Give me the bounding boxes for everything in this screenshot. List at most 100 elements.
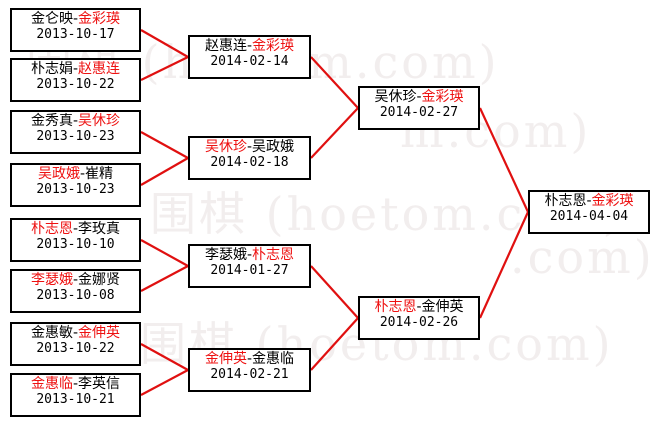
match-players: 吴休珍-金彩瑛 — [360, 90, 478, 105]
match-players: 朴志恩-李玫真 — [12, 222, 139, 237]
match-date: 2014-02-26 — [379, 314, 459, 330]
player-left: 李瑟娥 — [204, 247, 247, 263]
player-right: 金彩瑛 — [78, 11, 121, 27]
match-box[interactable]: 金秀真-吴休珍 2013-10-23 — [10, 110, 141, 154]
match-players: 朴志恩-金彩瑛 — [530, 194, 648, 209]
match-box[interactable]: 李瑟娥-朴志恩 2014-01-27 — [188, 244, 311, 288]
player-left: 李瑟娥 — [30, 272, 73, 288]
player-right: 金彩瑛 — [591, 193, 634, 209]
connector — [310, 317, 359, 371]
player-right: 李英信 — [78, 376, 121, 392]
player-left: 朴志恩 — [544, 193, 587, 209]
player-left: 金惠临 — [30, 376, 73, 392]
player-right: 吴政娥 — [252, 139, 295, 155]
match-box[interactable]: 吴政娥-崔精 2013-10-23 — [10, 163, 141, 207]
match-date: 2013-10-23 — [36, 181, 115, 197]
connector — [140, 343, 189, 371]
separator: - — [72, 376, 79, 392]
connector — [140, 131, 189, 159]
player-right: 金娜贤 — [78, 272, 121, 288]
match-players: 金秀真-吴休珍 — [12, 114, 139, 129]
connector — [310, 107, 359, 159]
separator: - — [416, 299, 422, 315]
match-date: 2013-10-17 — [36, 26, 115, 42]
match-box[interactable]: 朴志恩-李玫真 2013-10-10 — [10, 218, 141, 262]
player-left: 吴休珍 — [204, 139, 247, 155]
separator: - — [72, 113, 79, 129]
match-date: 2013-10-08 — [36, 287, 115, 303]
separator: - — [416, 89, 422, 105]
match-players: 李瑟娥-金娜贤 — [12, 273, 139, 288]
separator: - — [246, 139, 253, 155]
match-box[interactable]: 金惠临-李英信 2013-10-21 — [10, 373, 141, 417]
connector — [140, 369, 189, 396]
match-date: 2014-02-21 — [210, 366, 289, 382]
player-right: 金惠临 — [252, 351, 295, 367]
match-box[interactable]: 金伸英-金惠临 2014-02-21 — [188, 348, 311, 392]
separator: - — [72, 11, 79, 27]
separator: - — [72, 61, 79, 77]
match-date: 2014-02-18 — [210, 154, 289, 170]
connector — [140, 239, 189, 267]
match-box-final[interactable]: 朴志恩-金彩瑛 2014-04-04 — [528, 190, 650, 234]
match-date: 2013-10-21 — [36, 391, 115, 407]
player-left: 金伸英 — [204, 351, 247, 367]
player-left: 吴政娥 — [37, 166, 80, 182]
match-players: 朴志娟-赵惠连 — [12, 62, 139, 77]
connector — [310, 56, 359, 109]
match-players: 朴志恩-金伸英 — [360, 300, 478, 315]
match-players: 吴政娥-崔精 — [12, 167, 139, 182]
separator: - — [72, 325, 79, 341]
player-left: 吴休珍 — [374, 89, 417, 105]
player-right: 金彩瑛 — [421, 89, 464, 105]
match-date: 2014-02-27 — [379, 104, 459, 120]
separator: - — [246, 38, 253, 54]
connector — [140, 29, 189, 58]
player-left: 朴志娟 — [30, 61, 73, 77]
match-box[interactable]: 吴休珍-吴政娥 2014-02-18 — [188, 136, 311, 180]
match-date: 2013-10-22 — [36, 76, 115, 92]
separator: - — [586, 193, 592, 209]
player-left: 金仑映 — [30, 11, 73, 27]
player-right: 金伸英 — [421, 299, 464, 315]
match-date: 2013-10-10 — [36, 236, 115, 252]
match-box[interactable]: 朴志恩-金伸英 2014-02-26 — [358, 296, 480, 340]
separator: - — [72, 221, 79, 237]
match-players: 金伸英-金惠临 — [190, 352, 309, 367]
player-left: 朴志恩 — [30, 221, 73, 237]
player-left: 赵惠连 — [204, 38, 247, 54]
player-left: 金惠敏 — [30, 325, 73, 341]
match-date: 2014-01-27 — [210, 262, 289, 278]
player-right: 吴休珍 — [78, 113, 121, 129]
player-right: 金伸英 — [78, 325, 121, 341]
match-box[interactable]: 朴志娟-赵惠连 2013-10-22 — [10, 58, 141, 102]
separator: - — [246, 351, 253, 367]
player-right: 崔精 — [85, 166, 114, 182]
player-right: 朴志恩 — [252, 247, 295, 263]
match-date: 2014-02-14 — [210, 53, 289, 69]
match-date: 2013-10-22 — [36, 340, 115, 356]
match-box[interactable]: 吴休珍-金彩瑛 2014-02-27 — [358, 86, 480, 130]
player-right: 赵惠连 — [78, 61, 121, 77]
separator: - — [72, 272, 79, 288]
separator: - — [79, 166, 86, 182]
player-right: 金彩瑛 — [252, 38, 295, 54]
match-players: 金仑映-金彩瑛 — [12, 12, 139, 27]
player-left: 朴志恩 — [374, 299, 417, 315]
separator: - — [246, 247, 253, 263]
match-box[interactable]: 金仑映-金彩瑛 2013-10-17 — [10, 8, 141, 52]
player-right: 李玫真 — [78, 221, 121, 237]
connector — [310, 265, 359, 319]
match-box[interactable]: 李瑟娥-金娜贤 2013-10-08 — [10, 269, 141, 313]
connector — [140, 157, 189, 186]
connector — [478, 211, 530, 319]
match-box[interactable]: 赵惠连-金彩瑛 2014-02-14 — [188, 35, 311, 79]
player-left: 金秀真 — [30, 113, 73, 129]
connector — [140, 56, 189, 81]
match-players: 金惠敏-金伸英 — [12, 326, 139, 341]
match-date: 2013-10-23 — [36, 128, 115, 144]
match-box[interactable]: 金惠敏-金伸英 2013-10-22 — [10, 322, 141, 366]
match-players: 李瑟娥-朴志恩 — [190, 248, 309, 263]
